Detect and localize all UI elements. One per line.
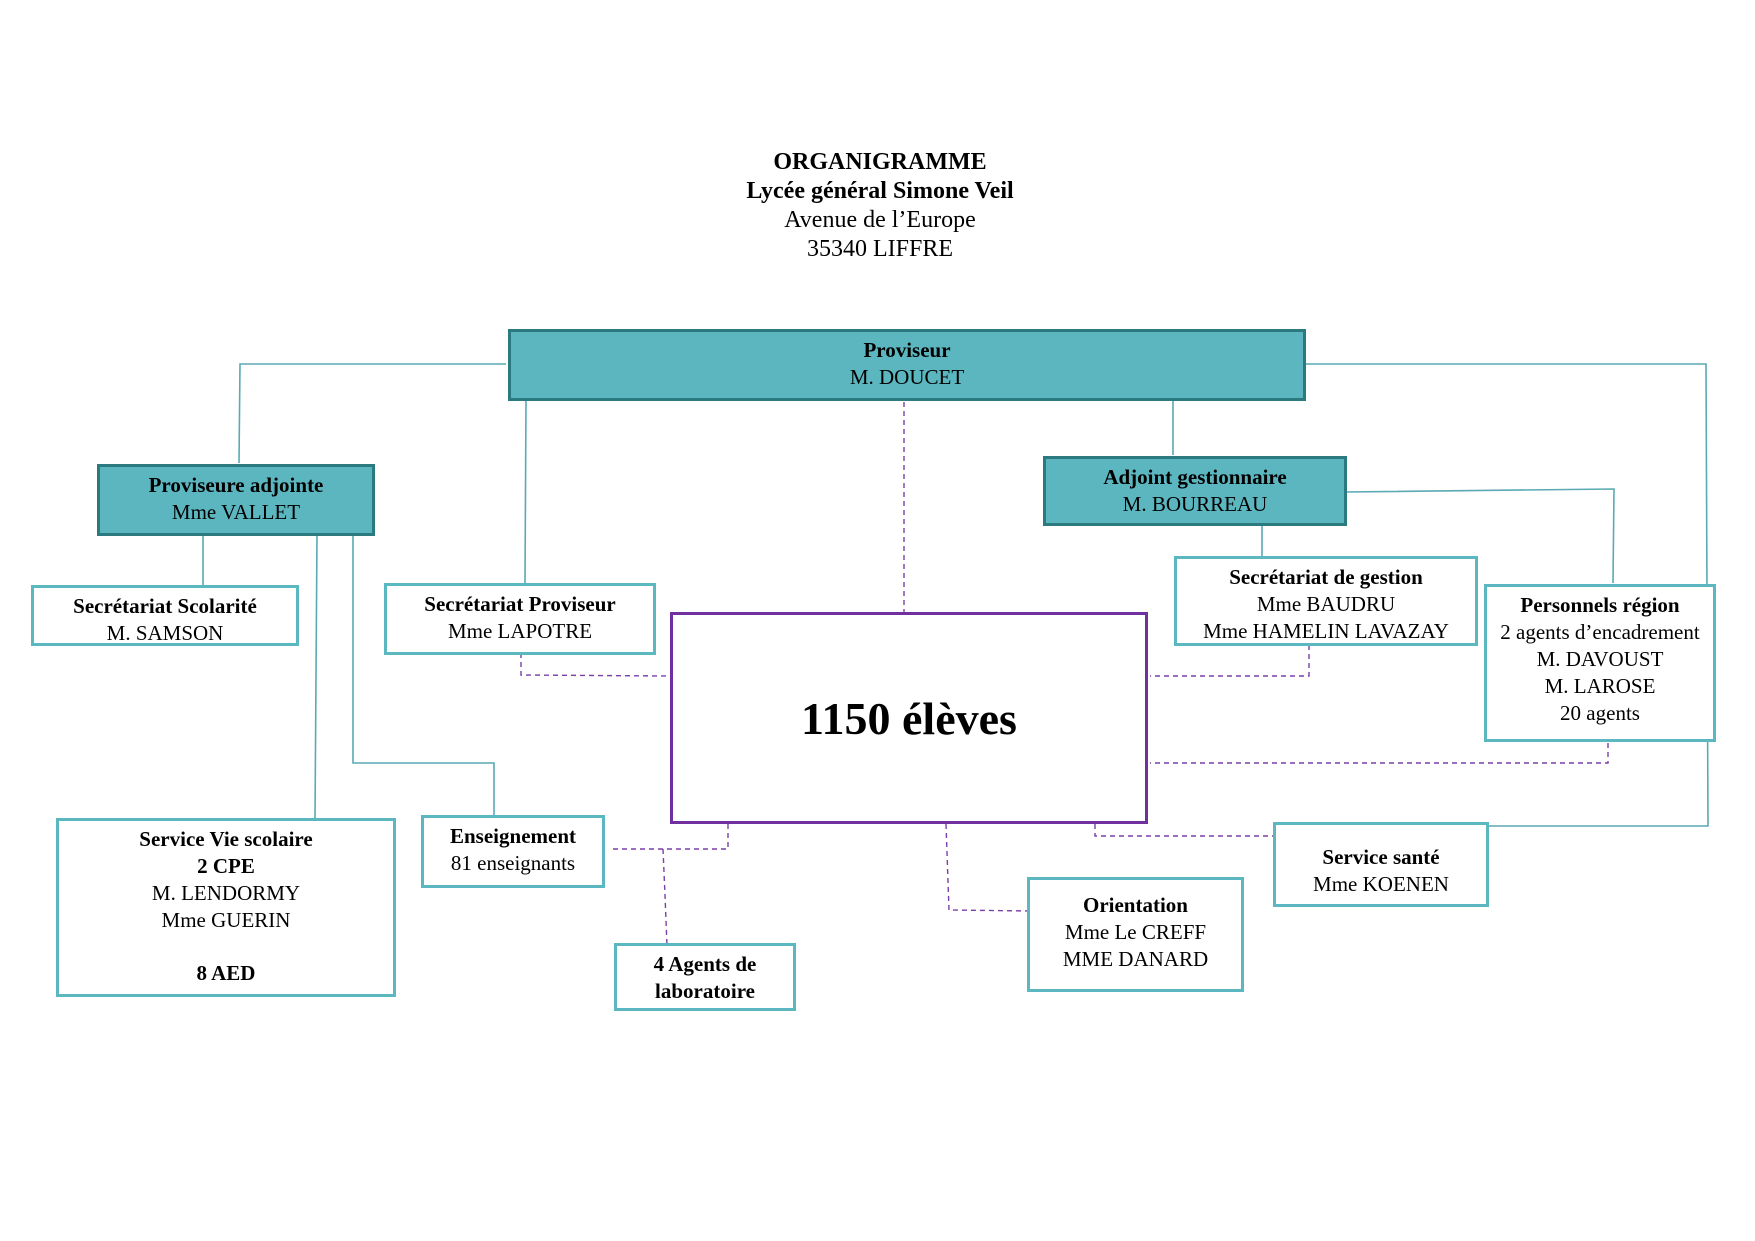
link-proviseur-sec-proviseur [524, 399, 527, 584]
node-proviseure-adjointe: Proviseure adjointe Mme VALLET [97, 464, 375, 536]
node-name: Mme Le CREFF [1064, 920, 1207, 944]
node-secretariat-gestion: Secrétariat de gestion Mme BAUDRU Mme HA… [1174, 556, 1478, 646]
node-orientation: Orientation Mme Le CREFF MME DANARD [1027, 877, 1244, 992]
node-name: Mme GUERIN [161, 908, 291, 932]
node-title: Enseignement [450, 824, 576, 848]
dash-enseignement-laboratoire [662, 848, 668, 947]
node-enseignement: Enseignement 81 enseignants [421, 815, 605, 888]
node-name: M. LENDORMY [151, 881, 301, 905]
dash-sec-proviseur-eleves [520, 653, 669, 677]
node-name: Mme VALLET [171, 500, 301, 524]
dash-eleves-orientation [945, 823, 1033, 912]
link-adjointe-vie-scolaire [314, 533, 318, 820]
link-adjointe-enseignement [352, 534, 495, 816]
node-vie-scolaire: Service Vie scolaire 2 CPE M. LENDORMY M… [56, 818, 396, 997]
node-name: Mme HAMELIN LAVAZAY [1203, 619, 1449, 643]
header-school: Lycée général Simone Veil [746, 178, 1014, 204]
node-name: MME DANARD [1062, 947, 1209, 971]
header-title: ORGANIGRAMME [773, 149, 987, 175]
node-title: Service santé [1322, 845, 1440, 869]
node-title: Service Vie scolaire [139, 827, 313, 851]
node-line: 20 agents [1560, 701, 1640, 725]
node-agents-laboratoire: 4 Agents de laboratoire [614, 943, 796, 1011]
node-subtitle: 2 CPE [197, 854, 255, 878]
node-title: Adjoint gestionnaire [1103, 465, 1287, 489]
node-title: Proviseur [863, 338, 951, 362]
node-adjoint-gestionnaire: Adjoint gestionnaire M. BOURREAU [1043, 456, 1347, 526]
node-line: M. LAROSE [1544, 674, 1656, 698]
header-city: 35340 LIFFRE [806, 236, 953, 262]
node-title: Secrétariat Scolarité [73, 594, 257, 618]
node-name: M. SAMSON [106, 621, 224, 645]
node-eleves: 1150 élèves [670, 612, 1148, 824]
node-proviseur: Proviseur M. DOUCET [508, 329, 1306, 401]
node-service-sante: Service santé Mme KOENEN [1273, 822, 1489, 907]
node-title: Secrétariat Proviseur [424, 592, 616, 616]
node-footer: 8 AED [196, 961, 256, 985]
node-title: Personnels région [1520, 593, 1680, 617]
header-block: ORGANIGRAMME Lycée général Simone Veil A… [600, 148, 1160, 264]
dash-sec-gestion-eleves [1150, 645, 1310, 677]
node-secretariat-proviseur: Secrétariat Proviseur Mme LAPOTRE [384, 583, 656, 655]
header-street: Avenue de l’Europe [784, 207, 976, 233]
node-name: Mme KOENEN [1313, 872, 1449, 896]
dash-eleves-enseignement [611, 824, 729, 850]
eleves-label: 1150 élèves [801, 692, 1017, 744]
link-gestionnaire-region [1342, 488, 1615, 584]
node-name: Mme LAPOTRE [447, 619, 593, 643]
node-title: Proviseure adjointe [148, 473, 324, 497]
node-name: M. BOURREAU [1122, 492, 1268, 516]
node-title: Secrétariat de gestion [1229, 565, 1423, 589]
node-title: laboratoire [655, 979, 755, 1003]
node-secretariat-scolarite: Secrétariat Scolarité M. SAMSON [31, 585, 299, 646]
dash-region-eleves [1150, 734, 1609, 764]
link-proviseur-adjointe [238, 363, 506, 464]
dash-eleves-sante [1094, 824, 1278, 837]
node-detail: 81 enseignants [450, 851, 576, 875]
node-name: M. DOUCET [849, 365, 965, 389]
node-personnels-region: Personnels région 2 agents d’encadrement… [1484, 584, 1716, 742]
node-title: 4 Agents de [653, 952, 757, 976]
node-title: Orientation [1083, 893, 1188, 917]
node-line: 2 agents d’encadrement [1500, 620, 1700, 644]
node-line: M. DAVOUST [1536, 647, 1664, 671]
node-name: Mme BAUDRU [1256, 592, 1396, 616]
